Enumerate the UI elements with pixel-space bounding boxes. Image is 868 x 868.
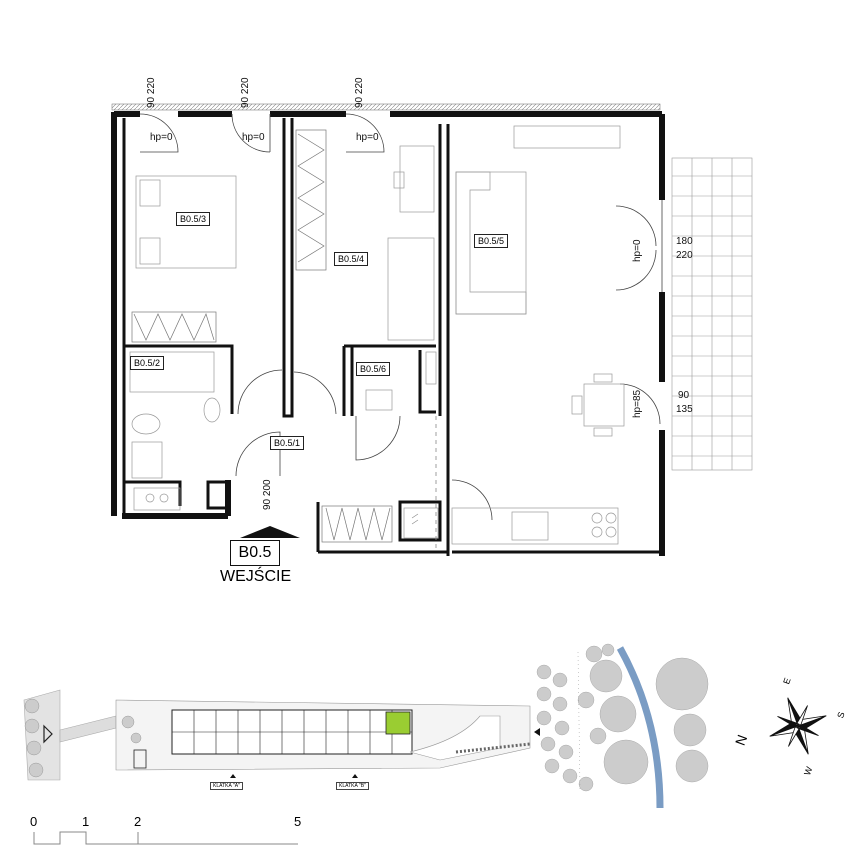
dim-d4-height: 220 xyxy=(676,250,693,261)
scale-tick-0: 0 xyxy=(30,814,38,829)
threshold-label: hp=0 xyxy=(356,132,379,143)
dim-d4-width: 180 xyxy=(676,236,693,247)
threshold-label: hp=0 xyxy=(242,132,265,143)
scale-tick-5: 5 xyxy=(294,814,302,829)
dim-d5-width: 90 xyxy=(678,390,690,401)
apartment-code: B0.5 xyxy=(230,540,280,566)
entry-label: WEJŚCIE xyxy=(220,568,292,585)
dim-d5-height: 135 xyxy=(676,404,693,415)
balcony xyxy=(671,157,753,471)
scale-tick-2: 2 xyxy=(134,814,142,829)
room-label-hall: B0.5/1 xyxy=(270,436,305,450)
room-label-bedroom: B0.5/3 xyxy=(176,212,211,226)
stairwell-b-label: KLATKA "B" xyxy=(336,782,369,790)
scale-tick-1: 1 xyxy=(82,814,90,829)
threshold-label: hp=0 xyxy=(150,132,173,143)
room-label-bedroom-2: B0.5/4 xyxy=(334,252,369,266)
room-label-bathroom: B0.5/2 xyxy=(130,356,165,370)
room-label-living: B0.5/5 xyxy=(474,234,509,248)
outer-walls xyxy=(111,111,665,556)
stairwell-a-label: KLATKA "A" xyxy=(210,782,243,790)
room-label-wc: B0.5/6 xyxy=(356,362,391,376)
inner-walls xyxy=(122,118,662,556)
